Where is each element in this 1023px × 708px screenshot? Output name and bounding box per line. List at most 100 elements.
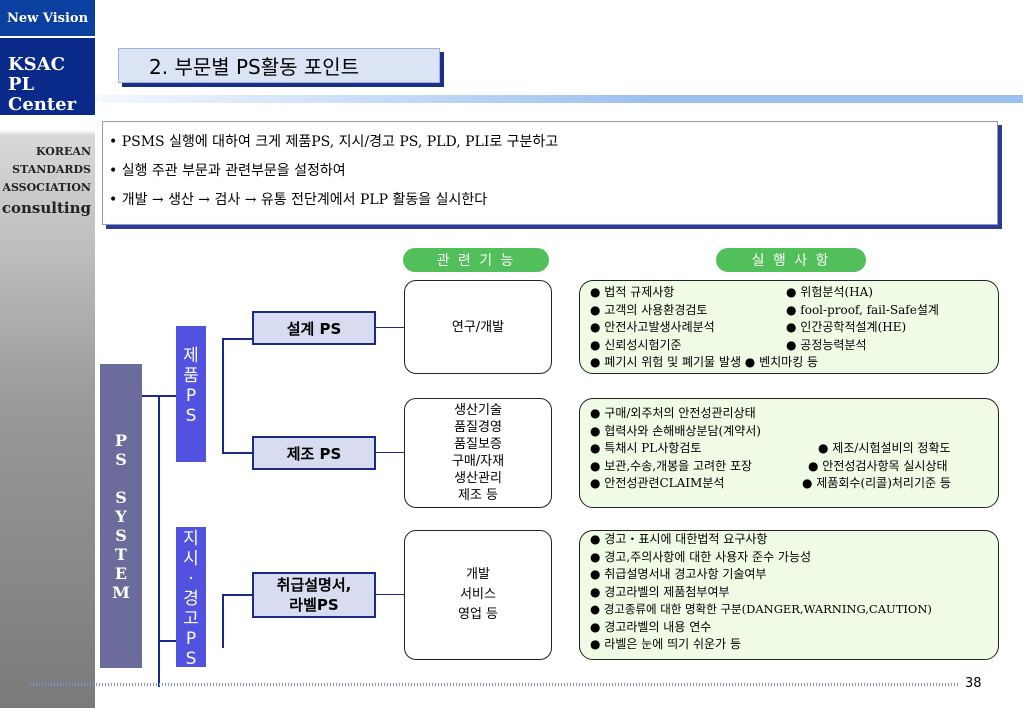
functions-header: 관 련 기 능 <box>403 248 549 272</box>
ps-box-line: 라벨PS <box>289 596 339 614</box>
function-item: 영업 등 <box>457 607 498 622</box>
action-item: ● 폐기시 위험 및 폐기물 발생 ● 벤치마킹 등 <box>590 355 819 369</box>
org-line: ASSOCIATION <box>2 181 91 194</box>
action-row: ● 안전사고발생사례분석 ● 인간공학적설계(HE) <box>590 319 998 337</box>
action-item: ● 안전성검사항목 실시상태 <box>808 458 948 473</box>
manufacture-functions-box: 생산기술 품질경영 품질보증 구매/자재 생산관리 제조 등 <box>404 398 552 508</box>
ps-system-char: S <box>115 525 127 545</box>
action-item: ● 취급설명서내 경고사항 기술여부 <box>590 567 767 581</box>
ps-system-spacer <box>100 469 142 488</box>
connector <box>142 395 160 397</box>
footer-divider <box>30 683 960 686</box>
function-item: 개발 <box>466 567 490 582</box>
action-item: ● 보관,수송,개봉을 고려한 포장 <box>590 458 753 473</box>
action-item: ● 협력사와 손해배상분담(계약서) <box>590 423 761 438</box>
action-item: ● 경고,주의사항에 대한 사용자 준수 가능성 <box>590 549 812 564</box>
action-item: ● 특채시 PL사항검토 <box>590 441 702 455</box>
org-line: STANDARDS <box>12 163 91 176</box>
ps-system-char: Y <box>115 506 127 526</box>
connector <box>158 640 178 642</box>
action-row: ● 고객의 사용환경검토 ● fool-proof, fail-Safe설계 <box>590 302 998 320</box>
tab-char: 품 <box>183 366 199 386</box>
manufacture-actions-box: ● 구매/외주처의 안전성관리상태 ● 협력사와 손해배상분담(계약서) ● 특… <box>579 398 999 508</box>
manual-actions-box: ● 경고・표시에 대한법적 요구사항 ● 경고,주의사항에 대한 사용자 준수 … <box>579 530 999 660</box>
tab-char: S <box>185 406 197 426</box>
action-row: ● 폐기시 위험 및 폐기물 발생 ● 벤치마킹 등 <box>590 354 998 372</box>
action-item: ● 공정능력분석 <box>786 337 867 352</box>
brand-line: KSAC <box>8 54 65 75</box>
action-row: ● 신뢰성시험기준 ● 공정능력분석 <box>590 337 998 355</box>
tab-char: P <box>185 386 197 406</box>
action-row: ● 구매/외주처의 안전성관리상태 <box>590 405 998 423</box>
manual-label-ps-box: 취급설명서, 라벨PS <box>252 572 376 618</box>
connector <box>158 395 176 397</box>
function-item: 품질보증 <box>454 437 502 452</box>
action-item: ● 제품회수(리콜)처리기준 등 <box>802 476 951 490</box>
ps-system-label: P S S Y S T E M <box>100 364 142 668</box>
ps-system-char: T <box>115 544 127 564</box>
action-item: ● 안전사고발생사례분석 <box>590 320 715 334</box>
connector <box>222 338 224 454</box>
action-item: ● 위험분석(HA) <box>786 285 873 299</box>
manual-functions-box: 개발 서비스 영업 등 <box>404 530 552 660</box>
brand-line: Center <box>8 94 77 115</box>
summary-line: • 실행 주관 부문과 관련부문을 설정하여 <box>109 163 346 179</box>
function-item: 제조 등 <box>457 488 498 503</box>
action-row: ● 안전성관련CLAIM분석 ● 제품회수(리콜)처리기준 등 <box>590 475 998 493</box>
function-item: 생산기술 <box>454 403 502 418</box>
manufacture-ps-box: 제조 PS <box>252 436 376 470</box>
action-row: ● 특채시 PL사항검토 ● 제조/시험설비의 정확도 <box>590 440 998 458</box>
action-item: ● 경고라벨의 제품첨부여부 <box>590 584 730 599</box>
tab-char: 고 <box>183 609 199 629</box>
title-divider <box>95 95 1023 103</box>
page-title: 2. 부문별 PS활동 포인트 <box>118 48 440 83</box>
connector <box>376 452 404 453</box>
action-row: ● 보관,수송,개봉을 고려한 포장 ● 안전성검사항목 실시상태 <box>590 458 998 476</box>
connector <box>376 594 404 595</box>
connector <box>222 594 224 648</box>
action-item: ● 고객의 사용환경검토 <box>590 302 708 317</box>
design-actions-box: ● 법적 규제사항 ● 위험분석(HA) ● 고객의 사용환경검토 ● fool-p… <box>579 280 999 374</box>
action-row: ● 법적 규제사항 ● 위험분석(HA) <box>590 284 998 302</box>
function-item: 서비스 <box>460 587 496 602</box>
action-row: ● 협력사와 손해배상분담(계약서) <box>590 423 998 441</box>
tab-char: P <box>185 629 197 649</box>
ps-system-char: S <box>115 449 127 469</box>
ps-box-line: 취급설명서, <box>276 576 352 594</box>
action-item: ● 경고종류에 대한 명확한 구분(DANGER,WARNING,CAUTION… <box>590 602 932 616</box>
connector <box>222 338 252 340</box>
ps-system-char: E <box>114 563 128 583</box>
connector <box>222 594 252 596</box>
org-line: KOREAN <box>36 145 91 158</box>
action-item: ● 인간공학적설계(HE) <box>786 320 907 334</box>
action-item: ● 구매/외주처의 안전성관리상태 <box>590 406 756 420</box>
action-item: ● 법적 규제사항 <box>590 285 675 299</box>
org-line: consulting <box>1 199 91 217</box>
product-ps-tab: 제 품 P S <box>176 326 206 462</box>
warning-ps-tab: 지 시 · 경 고 P S <box>176 527 206 669</box>
tab-char: S <box>185 649 197 669</box>
action-item: ● fool-proof, fail-Safe설계 <box>786 302 939 317</box>
summary-line: • PSMS 실행에 대하여 크게 제품PS, 지시/경고 PS, PLD, P… <box>109 134 559 150</box>
tab-char: 지 <box>183 529 199 549</box>
summary-line: • 개발 → 생산 → 검사 → 유통 전단계에서 PLP 활동을 실시한다 <box>109 192 488 208</box>
tab-char: 제 <box>183 346 199 366</box>
brand-line: PL <box>8 74 35 95</box>
function-item: 구매/자재 <box>451 454 505 469</box>
sidebar <box>0 0 95 708</box>
design-ps-box: 설계 PS <box>252 311 376 345</box>
connector <box>376 327 404 328</box>
action-item: ● 경고라벨의 내용 연수 <box>590 619 712 634</box>
function-item: 생산관리 <box>454 471 502 486</box>
ps-system-char: P <box>114 430 128 450</box>
ps-system-char: M <box>112 582 130 602</box>
action-item: ● 신뢰성시험기준 <box>590 337 682 352</box>
actions-header: 실 행 사 항 <box>716 248 866 272</box>
new-vision-label: New Vision <box>0 0 95 38</box>
summary-box: • PSMS 실행에 대하여 크게 제품PS, 지시/경고 PS, PLD, P… <box>102 121 998 225</box>
tab-char: 시 <box>183 549 199 569</box>
function-item: 품질경영 <box>454 420 502 435</box>
action-item: ● 제조/시험설비의 정확도 <box>818 441 951 455</box>
action-item: ● 안전성관련CLAIM분석 <box>590 476 725 490</box>
design-functions-box: 연구/개발 <box>404 280 552 374</box>
